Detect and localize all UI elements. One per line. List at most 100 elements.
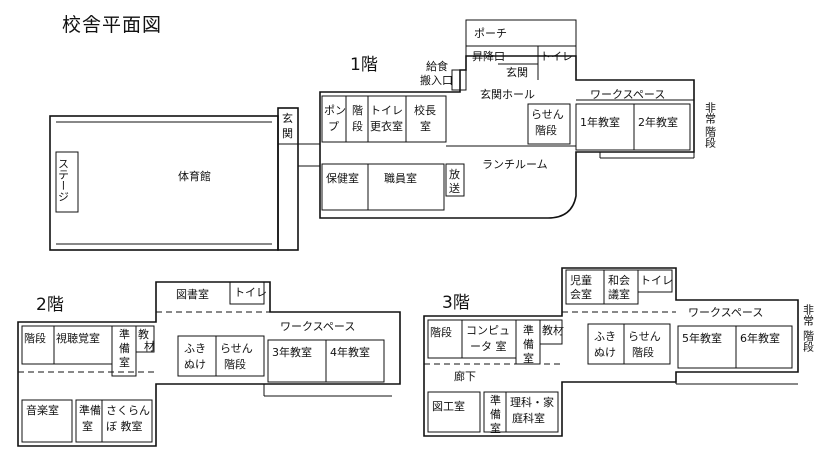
label-prep-3f-3: 室 xyxy=(523,351,534,365)
pump-room xyxy=(321,95,347,143)
label-toilet-changing-1: トイレ xyxy=(370,104,403,117)
label-rasen-1f: らせん xyxy=(531,108,564,121)
label-student-council-2: 会室 xyxy=(570,287,592,301)
label-stairs-2: 段 xyxy=(352,119,363,133)
label-prep-2f-1: 準 xyxy=(119,327,130,341)
health-room-box xyxy=(321,163,369,211)
label-stairs-3f: 階段 xyxy=(430,325,452,339)
music-room-box xyxy=(21,399,73,443)
label-corridor-3f: 廊下 xyxy=(454,369,476,383)
label-principal-1: 校長 xyxy=(414,103,436,117)
label-prep-2f-3: 室 xyxy=(119,355,130,369)
label-music-room: 音楽室 xyxy=(26,403,59,417)
label-computer-2: ータ 室 xyxy=(470,339,507,353)
label-spiral-2f-1: らせん xyxy=(220,342,253,355)
floor-2-label: 2階 xyxy=(36,295,64,315)
page-title: 校舎平面図 xyxy=(62,14,163,36)
gym-outline xyxy=(49,115,279,251)
label-workspace-2f: ワークスペース xyxy=(280,320,355,333)
label-prep-3f-1: 準 xyxy=(523,323,534,337)
building-2f xyxy=(17,281,401,447)
label-art-room: 図工室 xyxy=(432,399,465,413)
label-spiral-3f-1: らせん xyxy=(628,330,661,343)
label-prep-2f-b-1: 準備 xyxy=(79,403,101,417)
floor-3-label: 3階 xyxy=(442,293,470,313)
spiral-stair-1f xyxy=(527,103,571,145)
material-room-3f-box xyxy=(539,319,563,345)
label-classroom-6: 6年教室 xyxy=(740,331,780,345)
floor-1-plan xyxy=(49,19,695,251)
staff-room-box xyxy=(367,163,445,211)
building-3f xyxy=(423,267,799,437)
label-computer-1: コンピュ xyxy=(466,324,510,337)
label-atrium-2f-2: ぬけ xyxy=(184,358,206,371)
classroom-6-box xyxy=(735,325,793,369)
label-material-3f: 教材 xyxy=(542,323,564,337)
label-classroom-3: 3年教室 xyxy=(272,345,312,359)
label-pump-2: プ xyxy=(328,120,339,133)
stage-box xyxy=(55,151,79,213)
classroom-4-box xyxy=(325,339,385,383)
label-health-room: 保健室 xyxy=(326,171,359,185)
label-broadcast-2: 送 xyxy=(449,181,460,195)
principal-room xyxy=(405,95,447,143)
label-genkan-hall: 玄関ホール xyxy=(480,87,535,101)
label-emergency-3f: 非常 xyxy=(802,304,815,327)
classroom-2-box xyxy=(633,103,691,151)
label-lunch-room: ランチルーム xyxy=(482,158,548,171)
label-japanese-room-2: 議室 xyxy=(608,287,630,301)
label-spiral-3f-2: 階段 xyxy=(632,345,654,359)
spiral-stair-3f-box xyxy=(623,323,671,365)
art-room-box xyxy=(427,391,481,433)
label-kyushoku: 給食 xyxy=(426,59,448,73)
main-building-1f xyxy=(319,55,695,219)
floor-1-label: 1階 xyxy=(350,55,378,75)
porch-box xyxy=(465,19,577,47)
label-classroom-5: 5年教室 xyxy=(682,331,722,345)
label-prep-3f-b-2: 備 xyxy=(490,408,501,421)
label-principal-2: 室 xyxy=(420,119,431,133)
label-genkan-left-1: 玄 xyxy=(282,111,293,125)
label-emergency-1f: 非常 xyxy=(704,102,717,125)
label-library: 図書室 xyxy=(176,287,209,301)
label-science-1: 理科・家 xyxy=(510,395,554,409)
label-prep-3f-b-1: 準 xyxy=(490,393,501,407)
spiral-stair-2f-box xyxy=(215,335,265,377)
label-pump-1: ポン xyxy=(324,104,346,117)
label-classroom-4: 4年教室 xyxy=(330,345,370,359)
stair-room xyxy=(345,95,369,143)
label-workspace-1f: ワークスペース xyxy=(590,88,665,101)
label-prep-2f-2: 備 xyxy=(119,342,130,355)
label-broadcast-1: 放 xyxy=(449,167,460,181)
label-material-2f-1: 教 xyxy=(138,328,149,341)
label-atrium-3f-1: ふき xyxy=(594,330,616,343)
label-genkan-upper: 玄関 xyxy=(506,65,528,79)
label-rasen-stair-1f: 階段 xyxy=(535,123,557,137)
label-sakuranbo-2: ぼ 教室 xyxy=(106,419,143,433)
label-toilet-3f: トイレ xyxy=(640,274,673,287)
label-stairs-1: 階 xyxy=(352,103,363,117)
toilet-2f-box xyxy=(229,281,265,305)
label-japanese-room-1: 和会 xyxy=(608,274,630,287)
label-porch: ポーチ xyxy=(474,27,507,40)
kyushoku-box xyxy=(451,69,467,91)
science-room-box xyxy=(505,391,559,433)
toilet-3f-box xyxy=(637,269,673,293)
material-room-2f-box xyxy=(135,325,155,353)
label-stairs-2f: 階段 xyxy=(24,331,46,345)
floor-1-labels: ポーチ 昇降口 トイレ 玄関 給食 搬入口 玄関ホール ワークスペース らせん … xyxy=(57,27,717,202)
label-stage: ステージ xyxy=(57,158,70,202)
label-material-2f-2: 材 xyxy=(144,339,155,353)
label-prep-3f-2: 備 xyxy=(523,338,534,351)
label-emergency-stair-1f: 階段 xyxy=(704,125,717,149)
label-shokouguchi: 昇降口 xyxy=(472,49,505,63)
label-classroom-1: 1年教室 xyxy=(580,115,620,129)
label-staff-room: 職員室 xyxy=(384,171,417,185)
broadcast-room-box xyxy=(445,163,465,197)
label-workspace-3f: ワークスペース xyxy=(688,306,763,319)
label-toilet-1f: トイレ xyxy=(540,50,573,63)
label-emergency-stair-3f: 階段 xyxy=(802,329,815,353)
floor-3-labels: 児童 会室 和会 議室 トイレ 階段 コンピュ ータ 室 準 備 室 教材 ふき… xyxy=(430,273,815,435)
label-prep-3f-b-3: 室 xyxy=(490,421,501,435)
